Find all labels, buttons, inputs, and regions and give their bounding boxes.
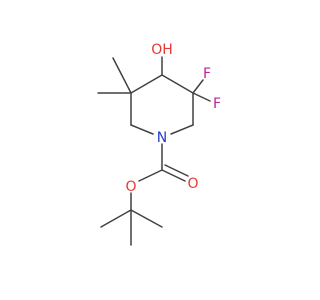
bond-lines <box>97 56 211 246</box>
bond-c3-f1 <box>192 79 204 94</box>
bond-carbonyl-ester-o <box>138 169 163 182</box>
bond-c5-me1 <box>112 57 132 94</box>
bond-tbu-me2 <box>130 209 163 228</box>
bond-n-c6 <box>130 124 154 135</box>
bond-c2-n <box>170 124 194 135</box>
hydroxyl-label: OH <box>151 42 173 58</box>
bond-carbonyl-double-b <box>164 164 189 177</box>
fluorine-label-2: F <box>213 96 221 112</box>
bond-tbu-me1 <box>100 209 132 228</box>
bond-carbonyl-double-a <box>161 169 186 182</box>
carbonyl-oxygen-label: O <box>187 176 198 192</box>
bond-c5-c4 <box>130 74 163 94</box>
bond-c3-f2 <box>192 92 211 102</box>
bond-c4-c3 <box>161 74 194 94</box>
nitrogen-label: N <box>157 130 167 146</box>
fluorine-label-1: F <box>203 66 211 82</box>
ester-oxygen-label: O <box>125 179 136 195</box>
molecule-structure: OH F F N O O <box>97 42 221 246</box>
